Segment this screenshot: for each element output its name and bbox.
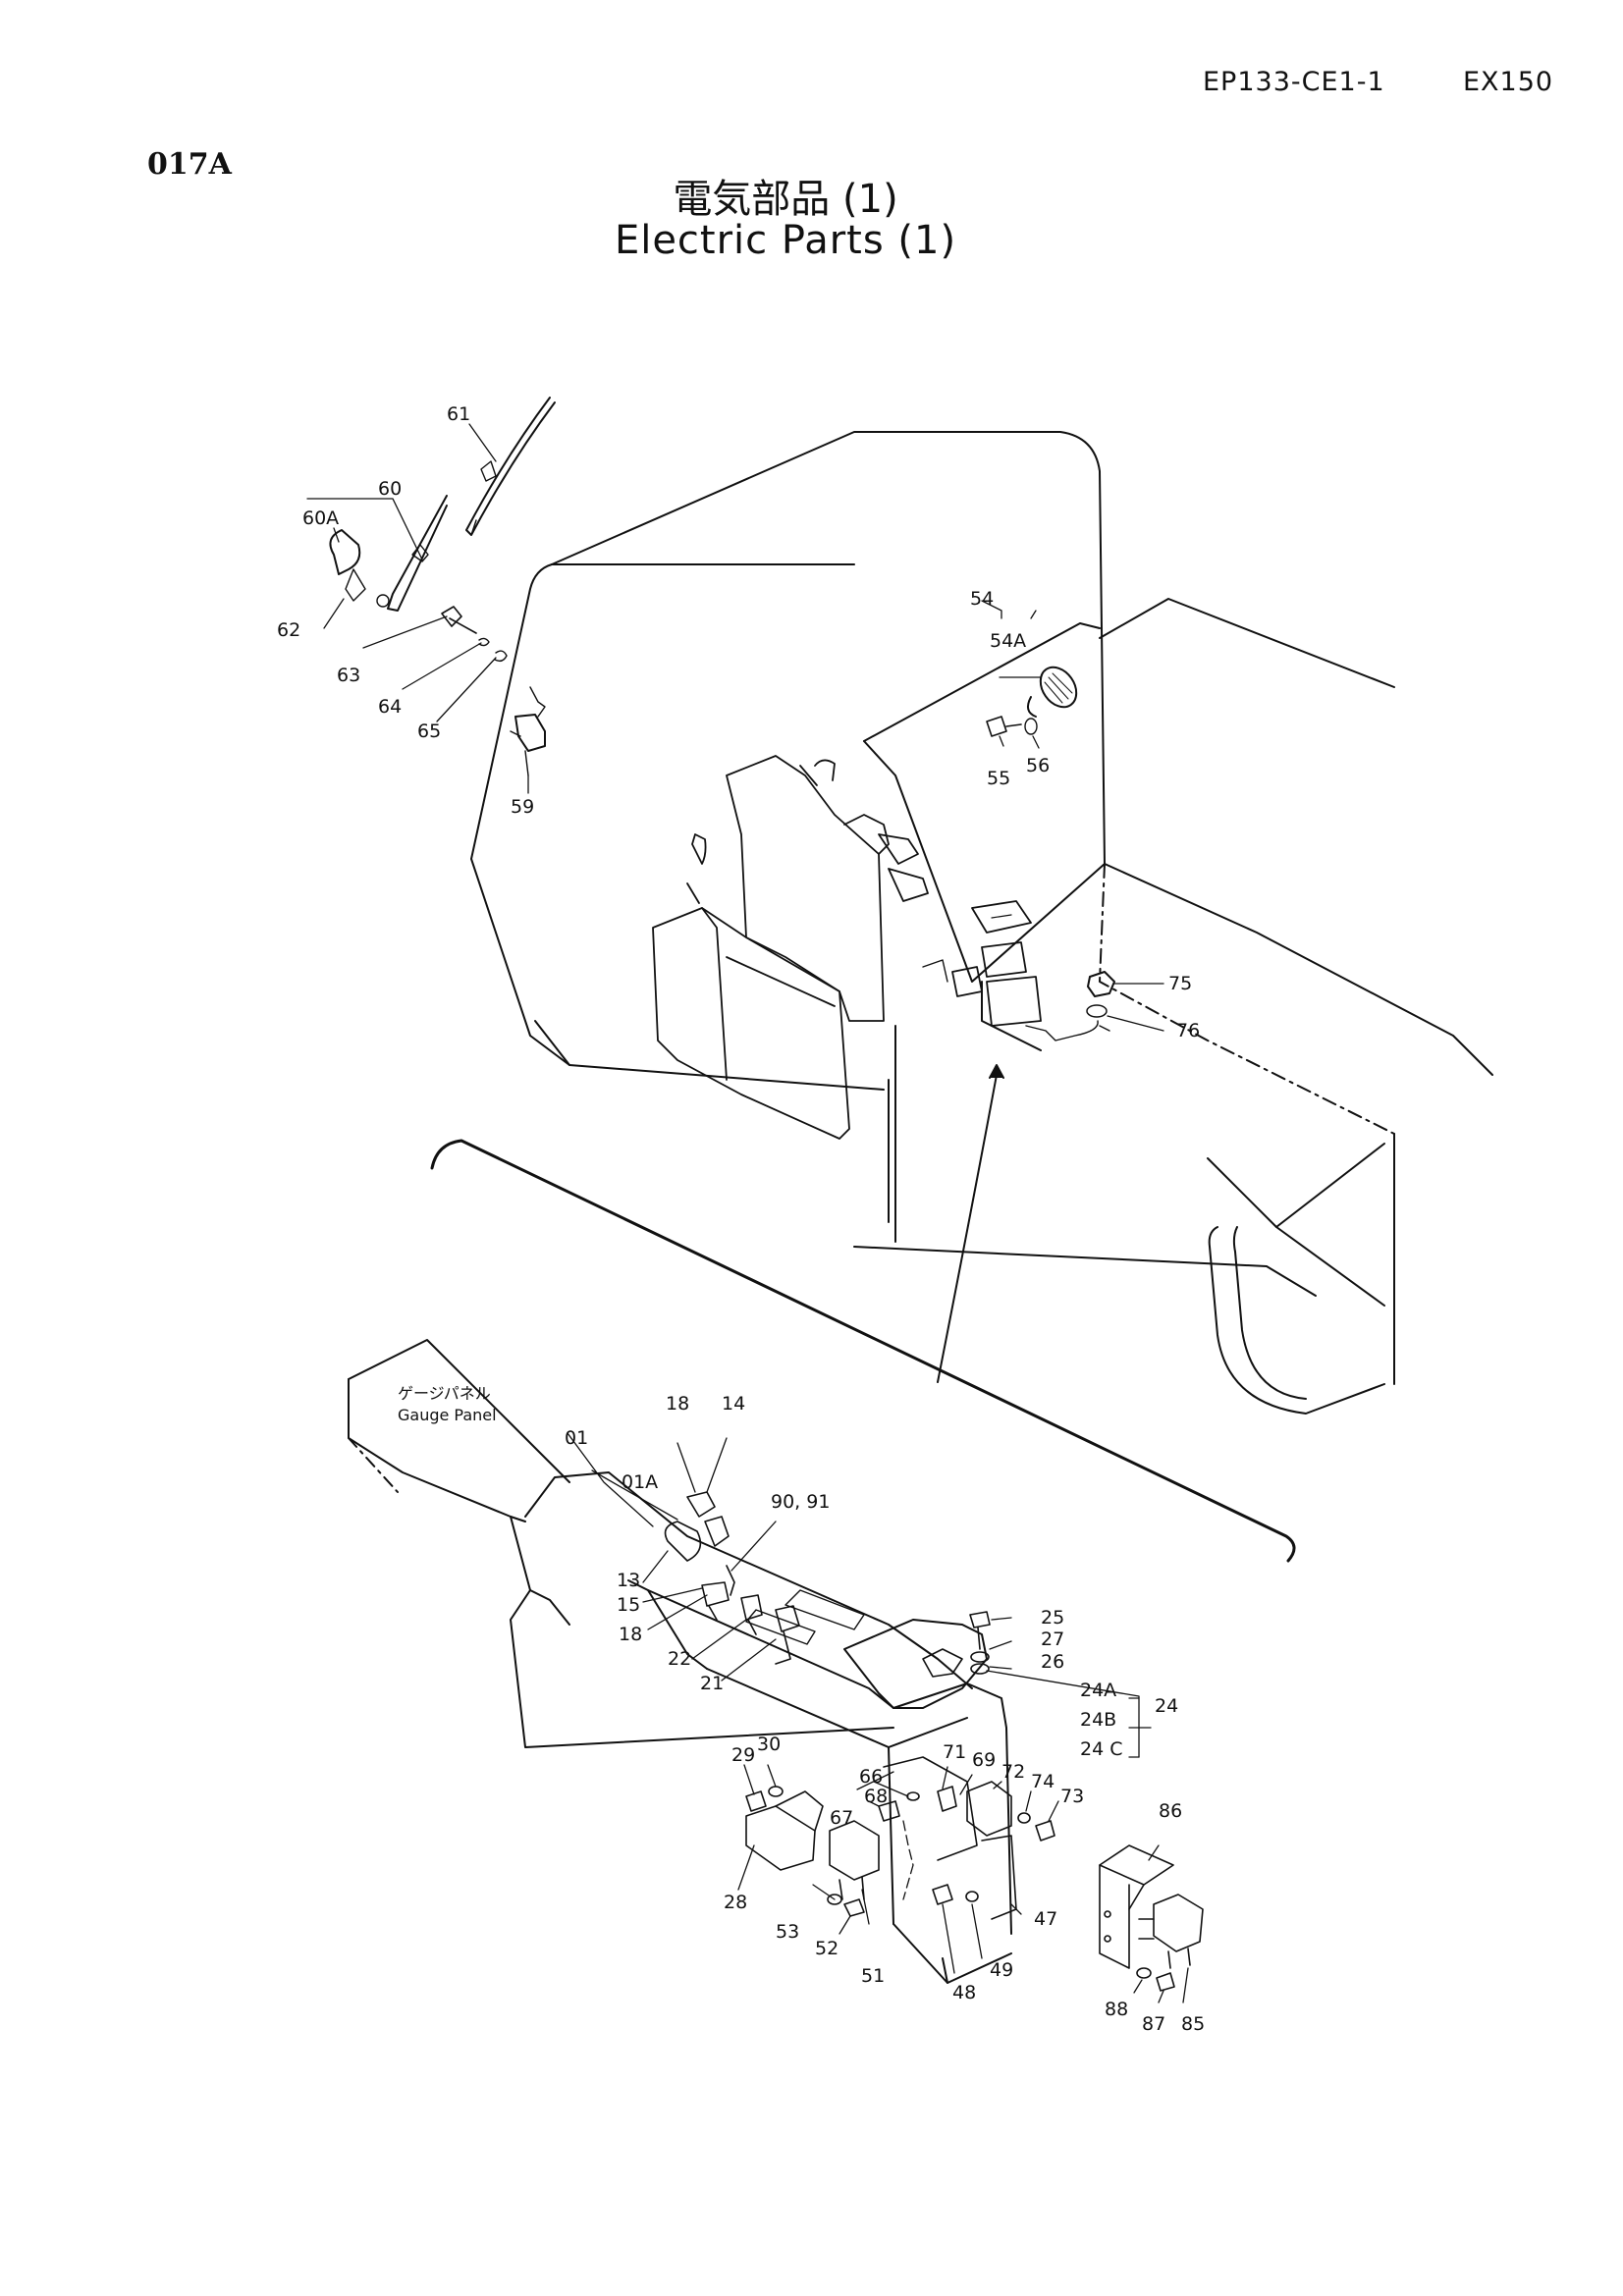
part-label-15: 15	[617, 1594, 641, 1616]
part-label-74: 74	[1031, 1771, 1055, 1792]
part-label-29: 29	[731, 1744, 756, 1766]
bolt-25-27-26	[969, 1611, 991, 1675]
part-label-73: 73	[1060, 1786, 1085, 1807]
part-label-01a: 01A	[622, 1471, 659, 1493]
part-label-68: 68	[864, 1786, 889, 1807]
nut-washer-75-76	[1086, 971, 1115, 1032]
part-label-52: 52	[815, 1938, 839, 1959]
part-label-55: 55	[987, 768, 1011, 789]
part-label-62: 62	[277, 619, 301, 641]
part-label-24b: 24B	[1080, 1709, 1117, 1731]
title-english: Electric Parts (1)	[614, 218, 957, 263]
part-label-66: 66	[859, 1766, 884, 1788]
part-label-48: 48	[952, 1982, 977, 2003]
document-code: EP133-CE1-1	[1203, 67, 1385, 97]
part-label-54a: 54A	[990, 630, 1027, 652]
page-id: 017A	[147, 147, 232, 182]
control-consoles	[652, 755, 1099, 1140]
part-label-61: 61	[447, 403, 471, 425]
part-label-18-upper: 18	[666, 1393, 690, 1415]
part-label-14: 14	[722, 1393, 746, 1415]
part-label-90-91: 90, 91	[771, 1491, 831, 1513]
gauge-panel-label-en: Gauge Panel	[398, 1406, 497, 1424]
part-label-01: 01	[565, 1427, 589, 1449]
gauge-panel-console	[348, 1339, 1012, 1984]
part-label-60: 60	[378, 478, 403, 500]
title-japanese: 電気部品 (1)	[673, 177, 898, 222]
part-label-67: 67	[830, 1807, 854, 1829]
part-label-26: 26	[1041, 1651, 1065, 1673]
part-label-30: 30	[757, 1734, 782, 1755]
part-label-13: 13	[617, 1570, 641, 1591]
part-label-27: 27	[1041, 1629, 1065, 1650]
horn-assembly	[986, 666, 1078, 737]
part-label-72: 72	[1001, 1761, 1026, 1783]
part-label-24: 24	[1155, 1695, 1179, 1717]
part-label-60a: 60A	[302, 507, 340, 529]
leader-lines-top	[306, 423, 1164, 1032]
part-label-76: 76	[1176, 1020, 1201, 1041]
part-label-28: 28	[724, 1892, 748, 1913]
part-label-65: 65	[417, 721, 442, 742]
part-label-75: 75	[1168, 973, 1193, 994]
part-label-21: 21	[700, 1673, 725, 1694]
leader-lines-bottom	[567, 1432, 1189, 2003]
part-label-53: 53	[776, 1921, 800, 1943]
part-label-24c: 24 C	[1080, 1738, 1123, 1760]
part-label-63: 63	[337, 665, 361, 686]
part-label-56: 56	[1026, 755, 1051, 776]
part-label-64: 64	[378, 696, 403, 718]
part-label-69: 69	[972, 1749, 997, 1771]
part-label-54: 54	[970, 588, 995, 610]
part-label-59: 59	[511, 796, 535, 818]
part-label-18-lower: 18	[619, 1624, 643, 1645]
wiper-assembly	[329, 397, 556, 776]
panel-switches	[664, 1491, 800, 1665]
cab-outline	[470, 431, 1493, 1415]
model-number: EX150	[1463, 67, 1554, 97]
part-label-88: 88	[1105, 1999, 1129, 2020]
part-label-51: 51	[861, 1965, 886, 1987]
part-label-22: 22	[668, 1648, 692, 1670]
part-label-25: 25	[1041, 1607, 1065, 1629]
part-label-71: 71	[943, 1741, 967, 1763]
gauge-panel-label-jp: ゲージパネル	[398, 1384, 491, 1403]
part-label-49: 49	[990, 1959, 1014, 1981]
part-label-87: 87	[1142, 2013, 1166, 2035]
connection-arrow	[430, 1064, 1296, 1563]
part-label-24a: 24A	[1080, 1680, 1117, 1701]
part-label-47: 47	[1034, 1908, 1058, 1930]
part-label-85: 85	[1181, 2013, 1206, 2035]
part-label-86: 86	[1159, 1800, 1183, 1822]
